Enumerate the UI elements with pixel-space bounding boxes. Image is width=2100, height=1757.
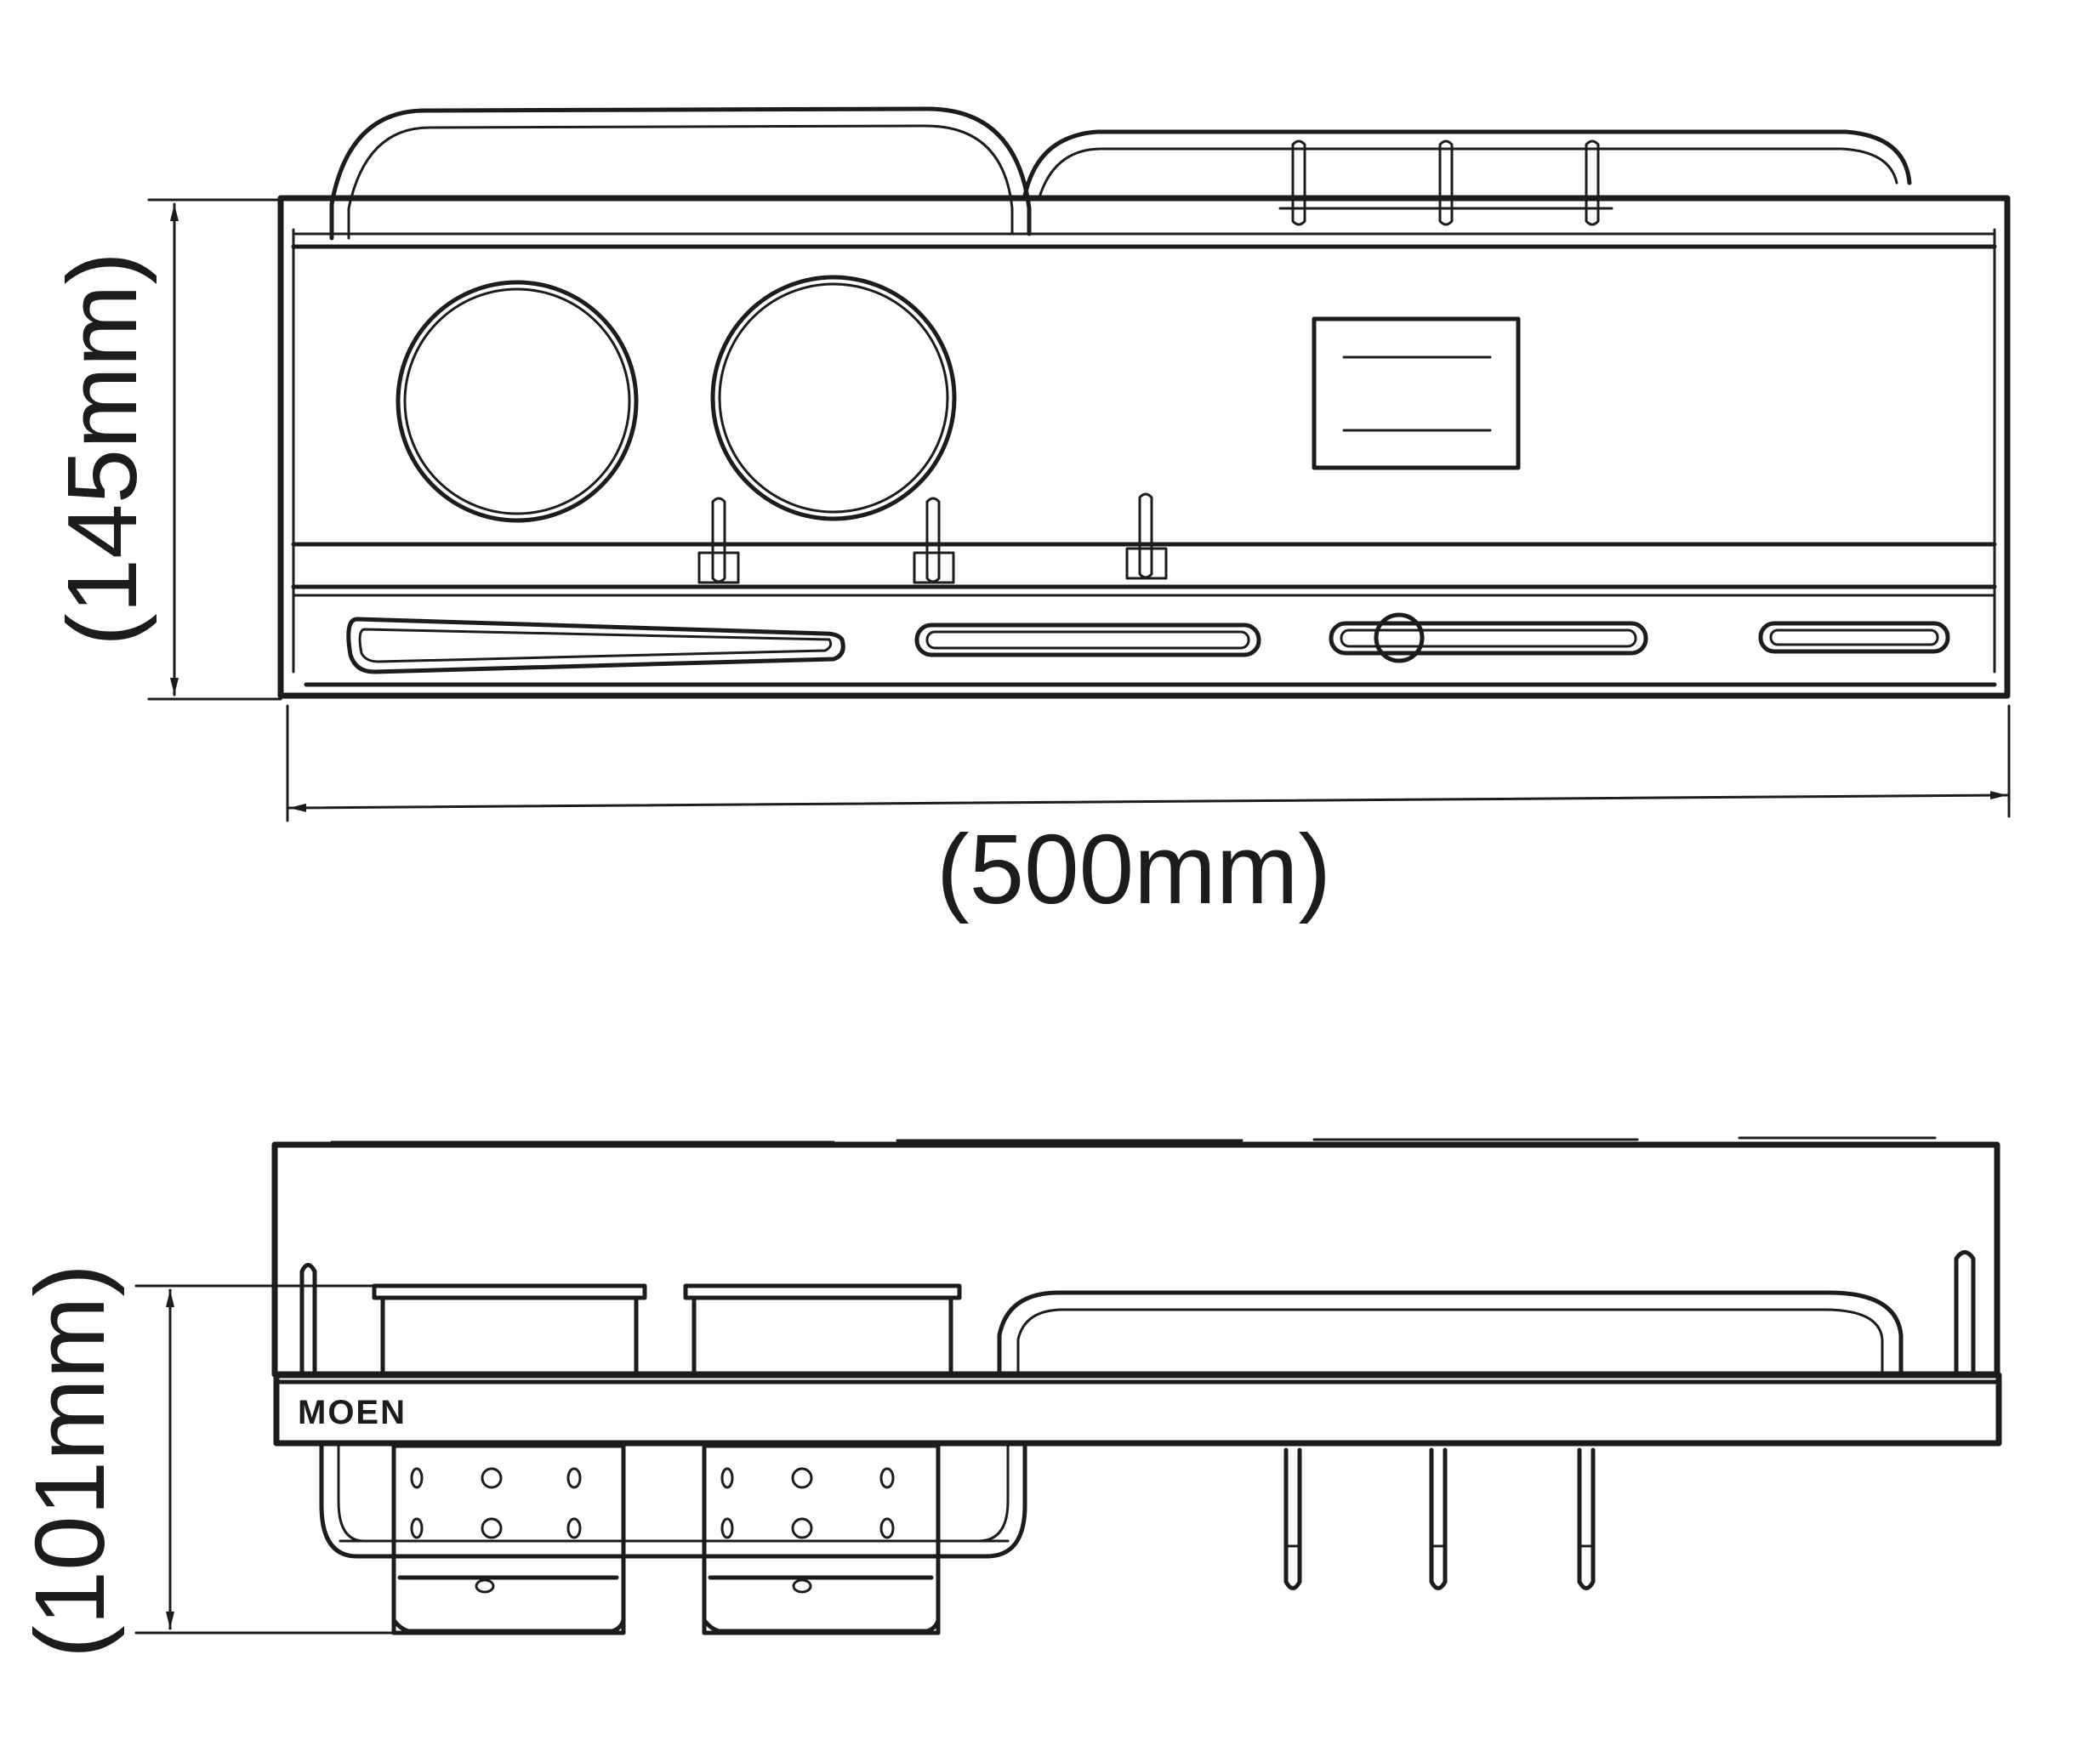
cup-holes	[396, 275, 957, 523]
top-view-frame	[277, 195, 2011, 699]
dim-width: (500mm)	[286, 704, 2011, 924]
dim-label-145: (145mm)	[47, 252, 157, 646]
dim-height-top: (145mm)	[47, 198, 282, 701]
front-baskets	[391, 1443, 941, 1635]
front-bar	[273, 1372, 2002, 1447]
lower-hooks	[697, 492, 1168, 584]
front-view-back-panel	[271, 1141, 2000, 1378]
dim-label-500: (500mm)	[936, 814, 1331, 924]
front-handle-rail	[997, 1290, 1904, 1376]
top-hooks	[1278, 139, 1613, 226]
front-view: MOEN	[271, 1136, 2002, 1635]
front-cups	[372, 1283, 962, 1379]
dim-height-front: (101mm)	[14, 1264, 396, 1658]
top-rail-right	[1022, 129, 1912, 198]
front-towel-bar	[319, 1443, 1027, 1559]
brand-logo: MOEN	[298, 1394, 407, 1431]
slots	[346, 612, 1950, 674]
top-view	[277, 106, 2011, 699]
front-hooks	[1283, 1447, 1596, 1590]
label-plate	[1312, 316, 1521, 470]
top-handle-left	[329, 106, 1032, 241]
dim-label-101: (101mm)	[14, 1264, 125, 1658]
